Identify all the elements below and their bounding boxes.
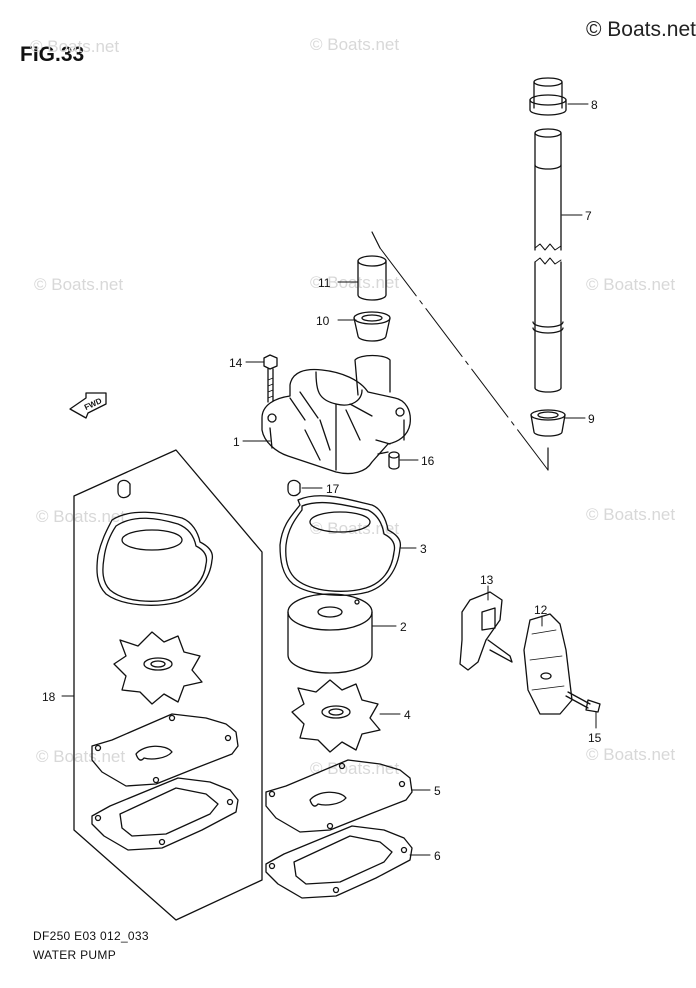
callout-5: 5	[434, 784, 441, 798]
screw-part	[565, 691, 601, 713]
watermark: © Boats.net	[586, 275, 675, 294]
watermark: © Boats.net	[36, 507, 125, 526]
plate-part	[265, 759, 413, 833]
callout-1: 1	[233, 435, 240, 449]
bolt-part	[263, 354, 278, 403]
pin-part	[388, 451, 400, 470]
watermark: © Boats.net	[36, 747, 125, 766]
guide-part	[353, 311, 391, 342]
callout-2: 2	[400, 620, 407, 634]
watermark: © Boats.net	[34, 275, 123, 294]
callout-9: 9	[588, 412, 595, 426]
liner-part	[287, 593, 373, 674]
lower-bush-part	[530, 409, 566, 437]
callout-6: 6	[434, 849, 441, 863]
figure-label: FIG.33	[20, 43, 85, 66]
callout-18: 18	[42, 690, 56, 704]
forward-arrow-icon: FWD	[69, 392, 107, 419]
watermark: © Boats.net	[30, 37, 119, 56]
copyright-notice: © Boats.net	[585, 18, 696, 41]
callout-7: 7	[585, 209, 592, 223]
section-title: WATER PUMP	[33, 948, 116, 962]
callout-3: 3	[420, 542, 427, 556]
kit-gasket-seal-part	[96, 511, 214, 606]
watermark: © Boats.net	[310, 35, 399, 54]
callout-13: 13	[480, 573, 494, 587]
watermark: © Boats.net	[586, 745, 675, 764]
watermark: © Boats.net	[586, 505, 675, 524]
callout-16: 16	[421, 454, 435, 468]
kit-key-part	[117, 479, 131, 499]
callout-8: 8	[591, 98, 598, 112]
kit-gasket-part	[91, 777, 239, 851]
callout-10: 10	[316, 314, 330, 328]
model-code: DF250 E03 012_033	[33, 929, 149, 943]
impeller-part	[291, 679, 381, 753]
upper-bush-part	[529, 77, 567, 116]
callout-17: 17	[326, 482, 340, 496]
water-tube-part	[532, 128, 564, 393]
sleeve-part	[357, 255, 387, 301]
callout-15: 15	[588, 731, 602, 745]
callout-4: 4	[404, 708, 411, 722]
callout-14: 14	[229, 356, 243, 370]
watermark: © Boats.net	[310, 519, 399, 538]
kit-plate-part	[91, 713, 239, 787]
bracket-part	[459, 591, 513, 671]
gasket-seal-part	[279, 495, 402, 596]
callout-11: 11	[318, 276, 331, 290]
watermark: © Boats.net	[310, 759, 399, 778]
key-part	[287, 479, 301, 497]
anode-plate-part	[523, 613, 573, 715]
callout-12: 12	[534, 603, 548, 617]
gasket-part	[265, 825, 413, 899]
repair-kit-box	[73, 449, 263, 921]
pump-case-part	[261, 354, 411, 475]
kit-impeller-part	[113, 631, 203, 705]
